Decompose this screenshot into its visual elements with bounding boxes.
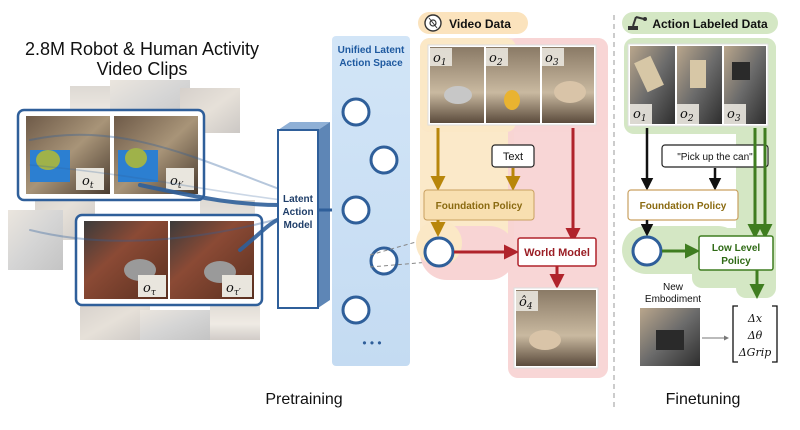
output-delta-grip: ΔGrip [738,346,772,359]
clip-pair-bottom: oτ oτ′ [74,213,264,307]
latent-space-title-1: Unified Latent [338,45,405,56]
predicted-latent-token [423,236,455,268]
clip-label-o-tau-prime: oτ′ [226,281,241,298]
foundation-policy-finetune: Foundation Policy [640,201,727,212]
latent-token [341,295,371,325]
action-output-vector: Δx Δθ ΔGrip [732,305,778,363]
low-level-policy-line-2: Policy [721,256,751,267]
lam-label-line-1: Latent [283,194,314,205]
action-labeled-header: Action Labeled Data [652,17,768,31]
latent-token [369,246,399,276]
latent-token-list [341,97,399,325]
text-input-box: Text [503,151,523,163]
finetune-latent-token [631,235,663,267]
predicted-frame-label: ô4 [519,295,533,312]
clip-label-o-t-prime: ot′ [170,174,184,191]
foundation-policy-pretrain: Foundation Policy [436,201,523,212]
title-line-2: Video Clips [97,59,188,79]
latent-space-ellipsis: • • • [362,336,381,350]
pretraining-label: Pretraining [265,391,342,408]
new-embodiment-line-1: New [663,282,684,293]
video-data-section: Video Data o1 o2 o3 Text Foundation Poli [416,12,608,378]
video-frame-label-3: o3 [545,51,559,68]
latent-token [341,97,371,127]
robot-arm-icon [628,16,647,30]
low-level-policy-line-1: Low Level [712,243,761,254]
latent-token [341,195,371,225]
title-line-1: 2.8M Robot & Human Activity [25,39,259,59]
action-frame-label-1: o1 [633,107,647,124]
output-delta-theta: Δθ [747,329,763,342]
video-frame-label-2: o2 [489,51,503,68]
new-embodiment-line-2: Embodiment [645,294,701,305]
instruction-text-box: "Pick up the can" [677,152,753,163]
latent-action-model: Latent Action Model [277,122,330,309]
latent-action-space: Unified Latent Action Space • • • [332,36,410,366]
action-labeled-section: Action Labeled Data o1 o2 o3 "Pick up th… [622,12,778,366]
lam-label-line-3: Model [284,220,313,231]
lam-label-line-2: Action [282,207,313,218]
finetuning-label: Finetuning [666,391,741,408]
latent-token [369,145,399,175]
latent-space-title-2: Action Space [339,58,403,69]
video-frame-label-1: o1 [433,51,447,68]
output-delta-x: Δx [747,312,763,325]
world-model-box: World Model [524,247,590,259]
action-frame-label-3: o3 [727,107,741,124]
action-frame-label-2: o2 [680,107,694,124]
clip-pair-top: ot ot′ [16,108,206,202]
clip-label-o-tau: oτ [143,281,157,298]
video-data-header: Video Data [449,17,511,31]
video-data-icon [424,14,442,32]
clip-label-o-t: ot [82,174,94,191]
